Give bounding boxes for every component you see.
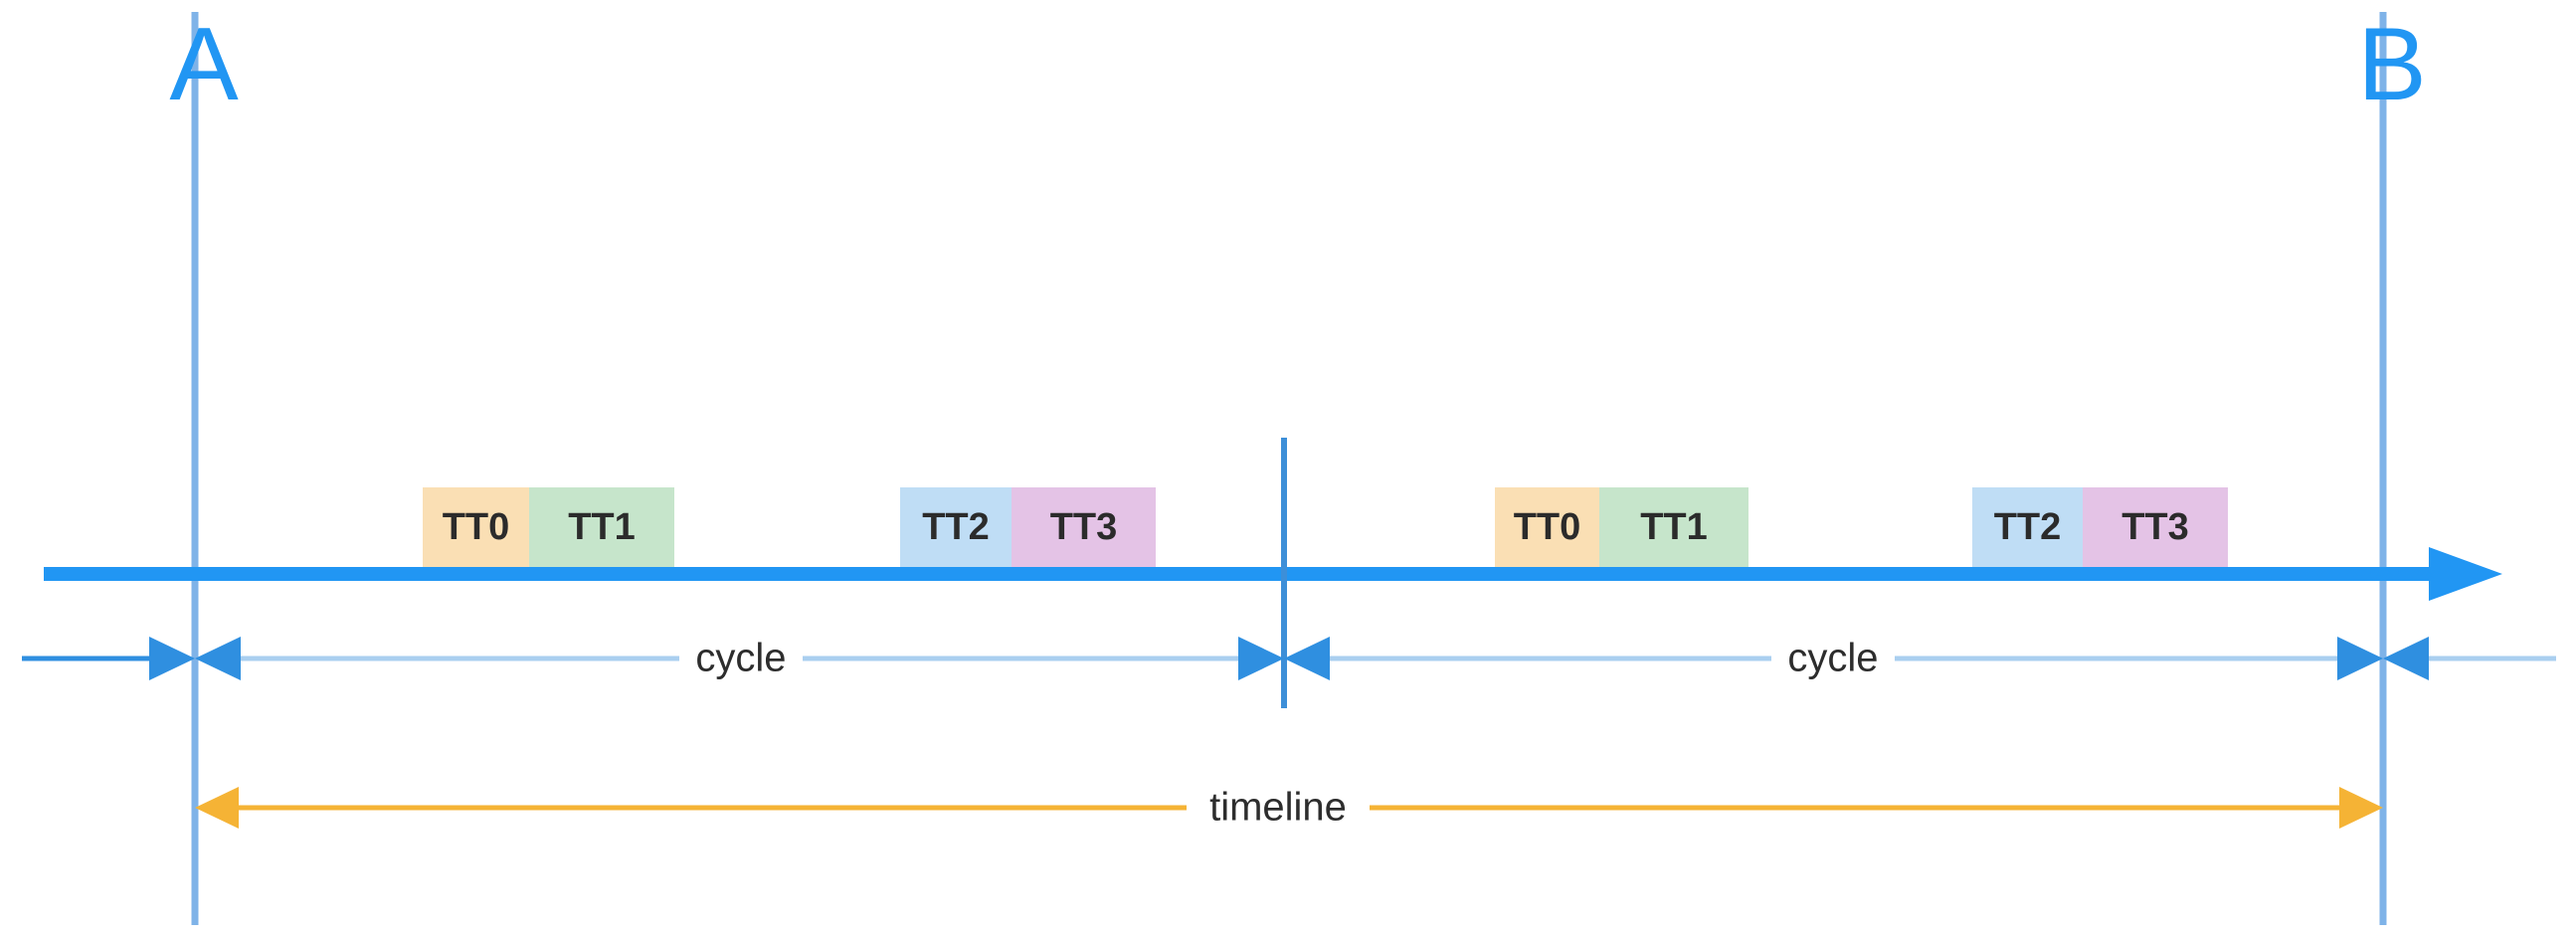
slot-block-tt0-4 (1495, 487, 1599, 567)
slot-block-tt2-6 (1972, 487, 2083, 567)
slot-block-tt3-3 (1012, 487, 1156, 567)
slot-label-tt1-5: TT1 (1640, 506, 1708, 548)
timeline-axis-group (44, 547, 2502, 601)
slot-label-tt3-7: TT3 (2121, 506, 2189, 548)
cycle-label-2: cycle (1787, 637, 1878, 680)
slot-blocks-group: TT0 TT1 TT2 TT3 TT0 TT1 TT2 TT3 (423, 487, 2228, 567)
cycle-arrowhead-left-2 (1284, 637, 1330, 680)
slot-block-tt3-7 (2083, 487, 2228, 567)
slot-label-tt1-1: TT1 (568, 506, 636, 548)
axis-arrowhead-right (2429, 547, 2502, 601)
cycle-arrowhead-right-2 (2337, 637, 2383, 680)
timeline-label: timeline (1209, 786, 1347, 830)
timeline-arrowhead-left (195, 787, 239, 829)
slot-label-tt2-6: TT2 (1994, 506, 2062, 548)
slot-label-tt0-4: TT0 (1514, 506, 1581, 548)
axis-bar (44, 567, 2439, 581)
timeline-measure-group: timeline (195, 786, 2383, 830)
cycle-lead-in-arrowhead (149, 637, 195, 680)
slot-block-tt1-1 (529, 487, 674, 567)
cycle-arrowhead-right-1 (1238, 637, 1284, 680)
slot-label-tt0-0: TT0 (443, 506, 510, 548)
slot-block-tt0-0 (423, 487, 529, 567)
endpoint-label-a: A (169, 7, 239, 122)
cycle-measure-group: cycle cycle (22, 637, 2556, 680)
cycle-label-1: cycle (695, 637, 786, 680)
slot-block-tt2-2 (900, 487, 1012, 567)
slot-label-tt3-3: TT3 (1050, 506, 1118, 548)
endpoint-label-b: B (2357, 7, 2426, 122)
slot-label-tt2-2: TT2 (922, 506, 990, 548)
cycle-arrowhead-left-1 (195, 637, 241, 680)
endpoint-marker-lines (191, 12, 2387, 925)
cycle-lead-out-arrowhead (2383, 637, 2429, 680)
timeline-arrowhead-right (2339, 787, 2383, 829)
slot-block-tt1-5 (1599, 487, 1748, 567)
